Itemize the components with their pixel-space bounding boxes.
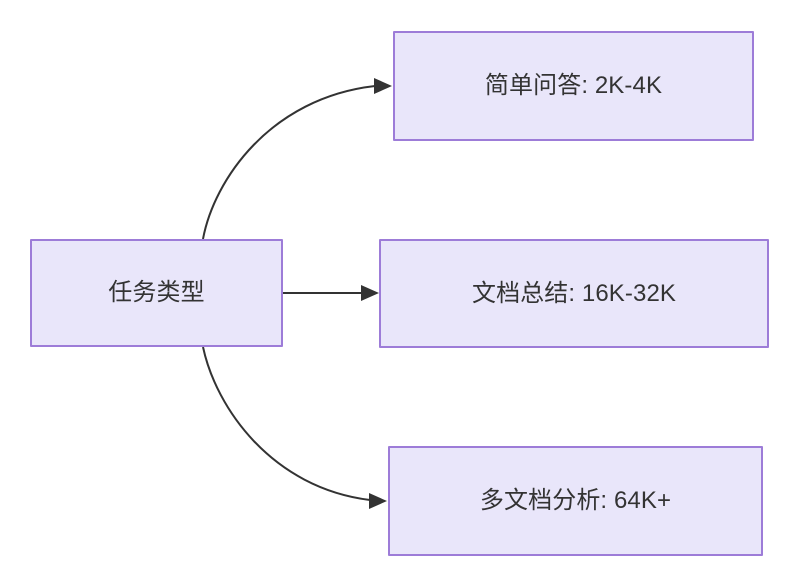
arrow-head-multi-icon [369,493,387,509]
node-task-type[interactable]: 任务类型 [30,239,283,347]
node-multi-document-analysis[interactable]: 多文档分析: 64K+ [388,446,763,556]
arrow-head-summary-icon [361,285,379,301]
node-task-type-label: 任务类型 [108,279,205,306]
node-document-summary[interactable]: 文档总结: 16K-32K [379,239,769,348]
node-document-summary-label: 文档总结: 16K-32K [471,279,677,307]
node-simple-qa[interactable]: 简单问答: 2K-4K [393,31,754,141]
edge-source-to-multi [202,346,371,501]
arrow-head-simple-icon [374,78,392,94]
node-multi-document-analysis-label: 多文档分析: 64K+ [479,487,672,514]
node-simple-qa-label: 简单问答: 2K-4K [484,72,663,99]
edge-source-to-simple [202,85,376,240]
